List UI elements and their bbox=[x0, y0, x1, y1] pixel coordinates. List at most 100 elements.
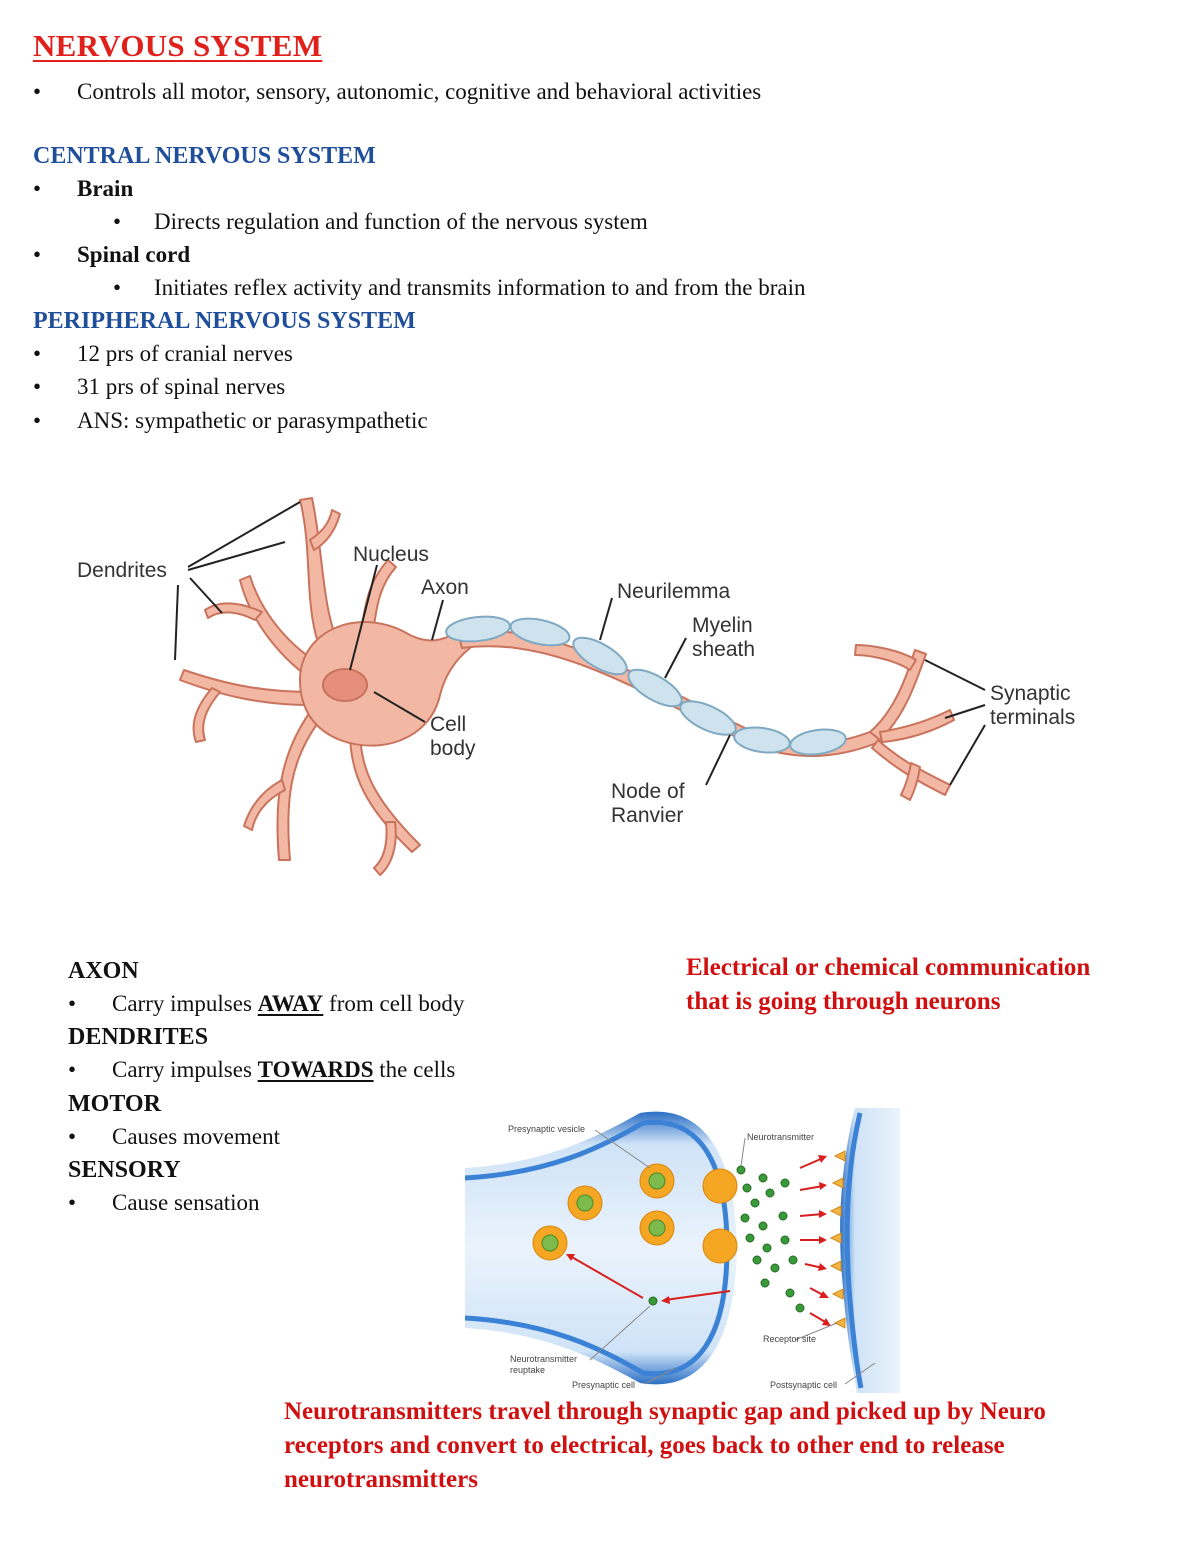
cell-body bbox=[299, 621, 471, 747]
myelin-sheath bbox=[445, 615, 847, 756]
postsynaptic-cell-shape bbox=[840, 1108, 900, 1393]
note-neurotransmitters: Neurotransmitters travel through synapti… bbox=[284, 1398, 1046, 1493]
leader-line bbox=[599, 597, 613, 641]
arrow bbox=[799, 1157, 824, 1169]
cns-spinal-desc: •Initiates reflex activity and transmits… bbox=[113, 275, 806, 300]
synapse-diagram: Presynaptic vesicle Neurotransmitter Rec… bbox=[465, 1108, 900, 1393]
leader-line bbox=[431, 599, 444, 641]
label-sheath: sheath bbox=[692, 638, 755, 661]
label-body: body bbox=[430, 737, 476, 760]
cns-brain-desc: •Directs regulation and function of the … bbox=[113, 209, 648, 234]
arrow-head bbox=[819, 1210, 827, 1218]
axon-terminal bbox=[869, 649, 927, 741]
neurotransmitter bbox=[752, 1255, 762, 1265]
page-title: NERVOUS SYSTEM bbox=[33, 28, 323, 63]
label-nucleus: Nucleus bbox=[353, 543, 429, 566]
neurotransmitter bbox=[760, 1278, 770, 1288]
leader-line bbox=[705, 734, 731, 786]
neurotransmitter bbox=[750, 1198, 760, 1208]
neurotransmitter bbox=[770, 1263, 780, 1273]
myelin-segment bbox=[733, 726, 791, 754]
away-keyword: AWAY bbox=[257, 991, 324, 1016]
dendrite-branch bbox=[309, 509, 341, 551]
dendrites-desc: •Carry impulses TOWARDS the cells bbox=[68, 1057, 456, 1082]
axon-terminal bbox=[879, 709, 955, 743]
neurotransmitter bbox=[740, 1213, 750, 1223]
nucleus bbox=[322, 668, 368, 702]
note-communication: Electrical or chemical communication tha… bbox=[686, 954, 1091, 1015]
receptor-site bbox=[831, 1288, 844, 1300]
arrow bbox=[569, 1255, 644, 1299]
dendrite-branch bbox=[349, 729, 421, 853]
cns-heading: CENTRAL NERVOUS SYSTEM bbox=[33, 143, 376, 169]
label-neurotransmitter: Neurotransmitter bbox=[747, 1132, 814, 1142]
arrow-head bbox=[566, 1254, 575, 1261]
neurotransmitter bbox=[648, 1296, 658, 1306]
pns-item: •ANS: sympathetic or parasympathetic bbox=[33, 408, 428, 433]
vesicle-content bbox=[576, 1194, 594, 1212]
brain-label: Brain bbox=[77, 176, 134, 201]
cns-brain: •Brain bbox=[33, 176, 134, 201]
leader-line bbox=[644, 1367, 676, 1385]
receptor-site bbox=[831, 1177, 844, 1189]
intro-text: Controls all motor, sensory, autonomic, … bbox=[77, 79, 762, 104]
label-dendrites: Dendrites bbox=[77, 559, 167, 582]
vesicle-content bbox=[648, 1219, 666, 1237]
label-synaptic: Synaptic bbox=[990, 682, 1071, 705]
neurotransmitter bbox=[785, 1288, 795, 1298]
receptor-site bbox=[829, 1232, 842, 1244]
neurotransmitter bbox=[736, 1165, 746, 1175]
dendrite-branch bbox=[192, 687, 221, 743]
leader-line bbox=[174, 584, 179, 661]
dendrite-branch bbox=[204, 602, 263, 621]
label-reuptake-2: reuptake bbox=[510, 1365, 545, 1375]
neuron-diagram: Dendrites Nucleus Axon Neurilemma Myelin… bbox=[77, 497, 1075, 876]
axon-desc: •Carry impulses AWAY from cell body bbox=[68, 991, 465, 1016]
leader-line bbox=[189, 577, 223, 614]
postsynaptic-membrane bbox=[844, 1112, 864, 1389]
label-cell: Cell bbox=[430, 713, 466, 736]
neurotransmitter bbox=[762, 1243, 772, 1253]
vesicle bbox=[702, 1228, 738, 1264]
receptor-site bbox=[829, 1205, 842, 1217]
arrow-head bbox=[819, 1236, 827, 1244]
motor-heading: MOTOR bbox=[68, 1091, 161, 1117]
leader-line bbox=[664, 637, 687, 679]
cns-spinal: •Spinal cord bbox=[33, 242, 191, 267]
dendrite-branch bbox=[179, 669, 313, 706]
myelin-segment bbox=[627, 668, 683, 708]
label-neurilemma: Neurilemma bbox=[617, 580, 731, 603]
motor-desc: •Causes movement bbox=[68, 1124, 280, 1149]
label-postsynaptic-cell: Postsynaptic cell bbox=[770, 1380, 837, 1390]
neurotransmitter bbox=[758, 1221, 768, 1231]
myelin-segment bbox=[572, 636, 628, 676]
intro-line: •Controls all motor, sensory, autonomic,… bbox=[33, 79, 762, 104]
label-myelin: Myelin bbox=[692, 614, 753, 637]
pns-heading: PERIPHERAL NERVOUS SYSTEM bbox=[33, 308, 416, 334]
label-presynaptic-cell: Presynaptic cell bbox=[572, 1380, 635, 1390]
receptor-site bbox=[829, 1260, 842, 1272]
leader-line bbox=[794, 1322, 838, 1341]
dendrite-branch bbox=[243, 779, 286, 831]
vesicle-content bbox=[541, 1234, 559, 1252]
spinal-label: Spinal cord bbox=[77, 242, 191, 267]
arrow bbox=[664, 1290, 731, 1301]
leader-line bbox=[373, 691, 426, 723]
neurotransmitter bbox=[758, 1173, 768, 1183]
arrow-head bbox=[819, 1182, 827, 1190]
axon-heading: AXON bbox=[68, 958, 139, 984]
arrow bbox=[799, 1185, 824, 1191]
vesicle-content bbox=[648, 1172, 666, 1190]
neurotransmitter bbox=[780, 1235, 790, 1245]
axon-terminal bbox=[900, 762, 921, 801]
neurotransmitter bbox=[745, 1233, 755, 1243]
presynaptic-cell-shape bbox=[465, 1111, 737, 1385]
towards-keyword: TOWARDS bbox=[257, 1057, 374, 1082]
pns-item: •12 prs of cranial nerves bbox=[33, 341, 293, 366]
leader-line bbox=[944, 704, 986, 719]
sensory-desc: •Cause sensation bbox=[68, 1190, 260, 1215]
leader-line bbox=[187, 501, 301, 568]
neurotransmitter bbox=[778, 1211, 788, 1221]
leader-line bbox=[349, 564, 378, 671]
label-terminals: terminals bbox=[990, 706, 1075, 729]
